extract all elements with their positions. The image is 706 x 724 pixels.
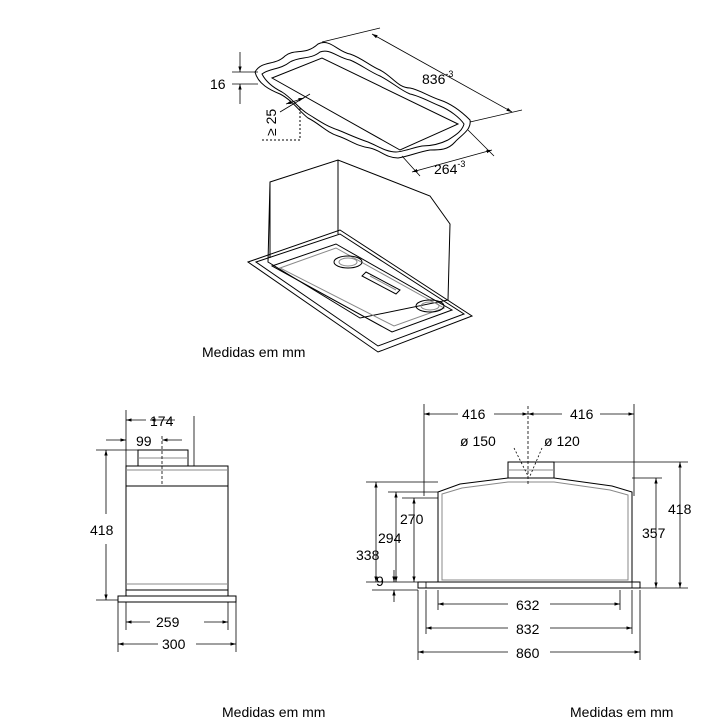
dim-thickness-label: 16 bbox=[210, 76, 226, 92]
hood-isometric bbox=[246, 159, 474, 353]
dim-832-label: 832 bbox=[516, 621, 540, 637]
dim-thickness: 16 bbox=[210, 52, 258, 104]
dim-side-duct: 99 bbox=[106, 433, 182, 449]
dim-side-base-outer: 300 bbox=[117, 602, 237, 652]
dim-side-top-width: 174 bbox=[125, 410, 195, 466]
front-view bbox=[417, 406, 641, 589]
dim-side-height-label: 418 bbox=[90, 522, 114, 538]
dim-294-label: 294 bbox=[378, 530, 402, 546]
dim-338-label: 338 bbox=[356, 547, 380, 563]
dim-side-base-outer-label: 300 bbox=[162, 636, 186, 652]
caption-side: Medidas em mm bbox=[222, 704, 326, 720]
dim-front-right-half: 416 bbox=[528, 404, 635, 496]
dim-side-top-width-label: 174 bbox=[150, 413, 174, 429]
dim-270-label: 270 bbox=[400, 511, 424, 527]
dim-860-label: 860 bbox=[516, 645, 540, 661]
dim-length: 836-3 bbox=[321, 27, 523, 123]
dim-418-label: 418 bbox=[668, 501, 692, 517]
cutout-template bbox=[254, 42, 471, 159]
dim-632-label: 632 bbox=[516, 597, 540, 613]
dim-357-label: 357 bbox=[642, 525, 666, 541]
side-view bbox=[117, 436, 237, 603]
dim-9-label: 9 bbox=[376, 573, 384, 589]
dim-front-bottom: 632 832 860 bbox=[417, 590, 641, 661]
caption-front: Medidas em mm bbox=[570, 704, 674, 720]
dim-front-right-half-label: 416 bbox=[570, 406, 594, 422]
dim-dia-120-label: ø 120 bbox=[544, 433, 580, 449]
dim-side-height: 418 bbox=[90, 449, 138, 601]
dim-front-left-verticals: 270 294 338 9 bbox=[356, 481, 438, 602]
dim-width-label: 264-3 bbox=[434, 159, 465, 177]
dim-side-base-inner: 259 bbox=[125, 602, 229, 630]
dim-length-label: 836-3 bbox=[422, 69, 453, 87]
dim-width: 264-3 bbox=[401, 129, 495, 177]
dim-front-left-half: 416 bbox=[423, 404, 528, 496]
dim-clearance-label: ≥ 25 bbox=[263, 109, 279, 136]
dim-front-left-half-label: 416 bbox=[462, 406, 486, 422]
caption-top: Medidas em mm bbox=[202, 344, 306, 360]
dim-front-right-verticals: 418 357 bbox=[554, 461, 692, 589]
dim-dia-150-label: ø 150 bbox=[460, 433, 496, 449]
dim-side-duct-label: 99 bbox=[136, 433, 152, 449]
dim-side-base-inner-label: 259 bbox=[156, 614, 180, 630]
dim-clearance: ≥ 25 bbox=[262, 93, 311, 141]
